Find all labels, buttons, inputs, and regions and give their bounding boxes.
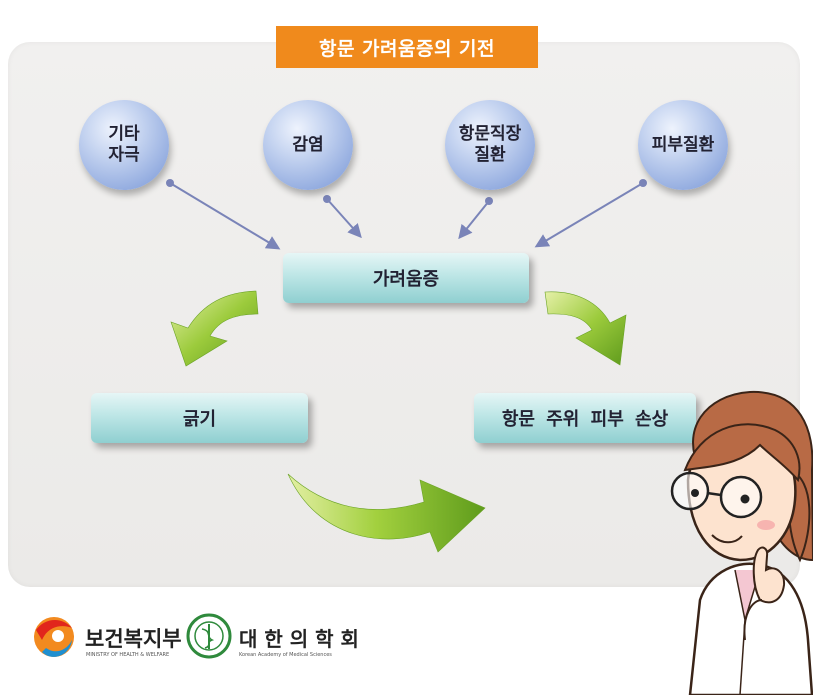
ministry-logo-icon	[34, 617, 74, 657]
arrow-scratching-cycle	[287, 473, 486, 553]
diagram-title: 항문 가려움증의 기전	[276, 26, 538, 68]
connector-anorectal-disease	[458, 197, 493, 240]
skin-damage-box: 항문 주위 피부 손상	[474, 393, 696, 443]
scratching-box: 긁기	[91, 393, 308, 443]
academy-name: 대 한 의 학 회	[239, 627, 359, 651]
cause-infection: 감염	[263, 100, 353, 190]
academy-seal-icon	[186, 613, 232, 659]
arrow-to-skin-damage	[544, 291, 627, 366]
cause-skin-disease: 피부질환	[638, 100, 728, 190]
cause-other-irritation: 기타 자극	[79, 100, 169, 190]
arrow-to-scratching	[170, 290, 259, 367]
center-itching-box: 가려움증	[283, 253, 529, 303]
cause-anorectal-disease: 항문직장 질환	[445, 100, 535, 190]
academy-subtitle: Korean Academy of Medical Sciences	[239, 652, 332, 658]
connector-other-irritation	[166, 179, 281, 250]
connector-skin-disease	[534, 179, 647, 248]
ministry-subtitle: MINISTRY OF HEALTH & WELFARE	[86, 652, 170, 658]
connector-infection	[323, 195, 362, 239]
ministry-name: 보건복지부	[85, 627, 182, 651]
